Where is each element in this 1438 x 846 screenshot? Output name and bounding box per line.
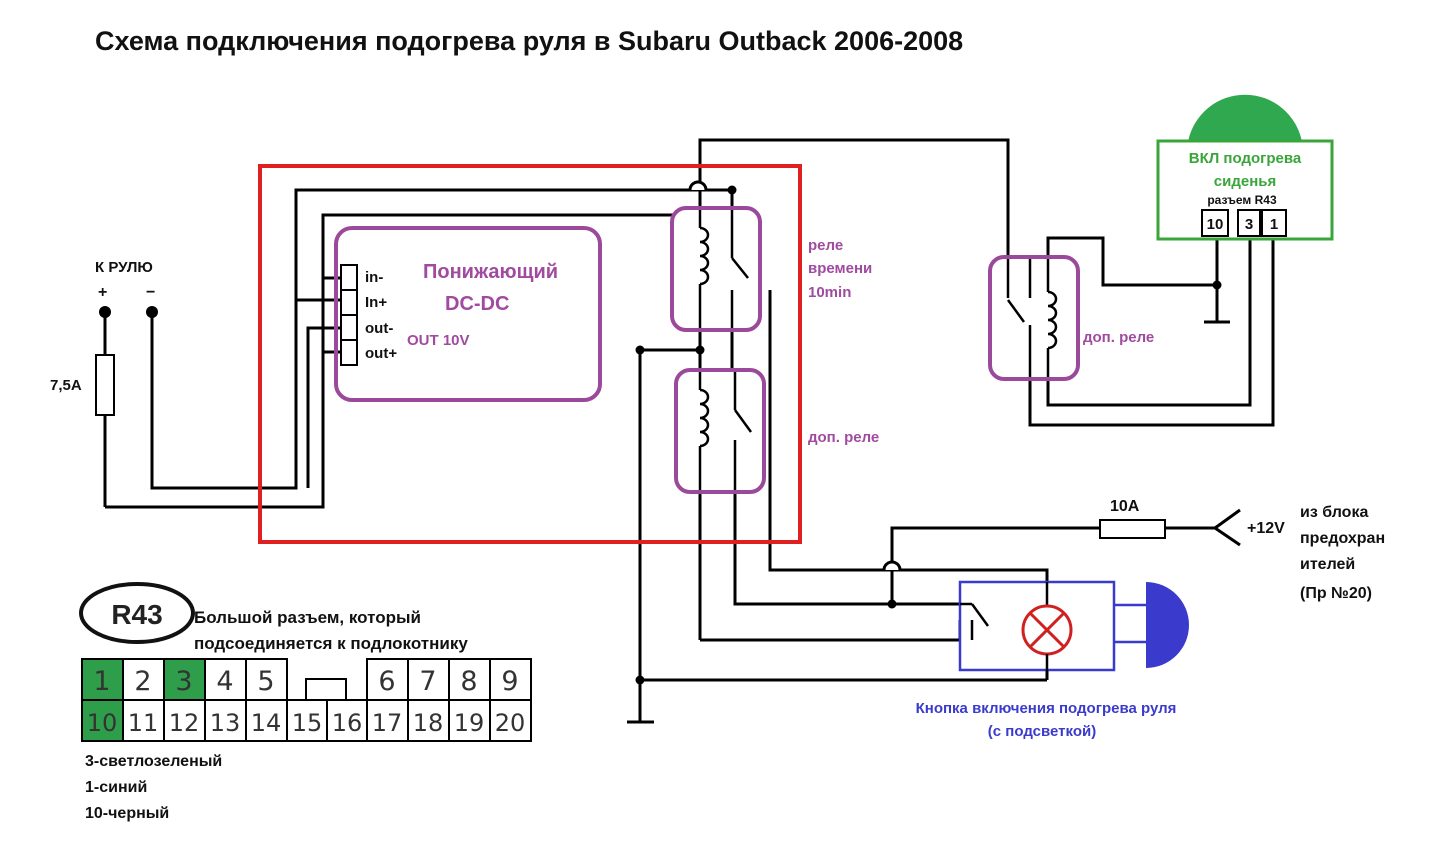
power-source-4: (Пр №20) — [1300, 585, 1372, 602]
r43-pin-17: 17 — [372, 709, 403, 737]
r43-pin-3: 3 — [175, 666, 192, 697]
r43-pin-10: 10 — [87, 709, 118, 737]
module-frame — [258, 164, 802, 544]
steering-plus-label: + — [98, 284, 107, 301]
dcdc-pin-in-minus: in- — [365, 269, 383, 286]
button-label-2: (с подсветкой) — [988, 723, 1096, 740]
aux-relay-right — [988, 255, 1080, 381]
r43-connector — [81, 658, 532, 742]
r43-badge — [79, 582, 195, 644]
aux-relay-inner-label: доп. реле — [808, 429, 879, 446]
aux-relay-inner-coil — [698, 372, 753, 490]
r43-pin-20: 20 — [495, 709, 526, 737]
lamp-icon — [1021, 604, 1073, 656]
wire-crossings — [688, 180, 902, 571]
button-label-1: Кнопка включения подогрева руля — [916, 700, 1177, 717]
dcdc-title-2: DC-DC — [445, 293, 509, 315]
r43-desc-2: подсоединяется к подлокотнику — [194, 634, 468, 653]
aux-relay-inner — [674, 368, 766, 494]
steering-minus-label: − — [146, 284, 155, 301]
fuse-10a — [1099, 519, 1166, 539]
r43-pin-9: 9 — [501, 666, 518, 697]
timer-relay-label-2: времени — [808, 260, 872, 277]
legend-item-1: 3-светлозеленый — [85, 753, 222, 770]
steering-heat-button-cap — [1146, 582, 1189, 668]
dcdc-pin-out-minus: out- — [365, 320, 393, 337]
r43-pin-16: 16 — [332, 709, 363, 737]
r43-pin-8: 8 — [460, 666, 477, 697]
seat-heat-label-2: сиденья — [1214, 173, 1276, 190]
legend-item-3: 10-черный — [85, 805, 169, 822]
seat-heat-connector: разъем R43 — [1207, 193, 1277, 207]
fuse-7-5a — [95, 354, 115, 416]
seat-pin-10-label: 10 — [1207, 216, 1224, 233]
timer-relay — [670, 206, 762, 332]
dcdc-converter — [334, 226, 602, 402]
button-switch — [960, 582, 1049, 640]
fuse-10a-label: 10A — [1110, 498, 1140, 515]
r43-pin-19: 19 — [454, 709, 485, 737]
seat-pin-3 — [1237, 209, 1261, 237]
power-voltage: +12V — [1247, 520, 1285, 537]
seat-pin-10 — [1201, 209, 1229, 237]
legend-item-2: 1-синий — [85, 779, 147, 796]
dcdc-pin-out-plus: out+ — [365, 345, 397, 362]
r43-pin-labels: 1 2 3 4 5 6 7 8 9 10 11 12 13 14 15 16 1… — [87, 666, 526, 737]
steering-minus-terminal — [146, 306, 158, 318]
timer-relay-label-3: 10min — [808, 284, 851, 301]
seat-pin-3-label: 3 — [1245, 216, 1253, 233]
r43-pin-15: 15 — [292, 709, 323, 737]
r43-pin-13: 13 — [210, 709, 241, 737]
aux-relay-right-label: доп. реле — [1083, 329, 1154, 346]
power-source-2: предохран — [1300, 530, 1385, 547]
r43-pin-4: 4 — [216, 666, 233, 697]
junction-dots — [99, 185, 1222, 685]
steering-label: К РУЛЮ — [95, 259, 153, 276]
aux-relay-right-coil — [1006, 259, 1058, 377]
steering-plus-terminal — [99, 306, 111, 318]
dcdc-output: OUT 10V — [407, 332, 470, 349]
r43-pin-5: 5 — [257, 666, 274, 697]
fuse-7-5a-label: 7,5A — [50, 377, 82, 394]
r43-pin-2: 2 — [134, 666, 151, 697]
r43-pin-7: 7 — [419, 666, 436, 697]
power-source-1: из блока — [1300, 504, 1368, 521]
seat-pin-1 — [1261, 209, 1287, 237]
seat-heat-dome — [1188, 94, 1302, 142]
dcdc-pin-in-plus: In+ — [365, 294, 387, 311]
r43-badge-text: R43 — [111, 599, 162, 630]
diagram-title: Схема подключения подогрева руля в Subar… — [95, 26, 963, 56]
timer-relay-coil — [698, 210, 749, 328]
seat-pin-1-label: 1 — [1270, 216, 1278, 233]
r43-pin-12: 12 — [169, 709, 200, 737]
r43-pin-1: 1 — [93, 666, 110, 697]
timer-relay-label-1: реле — [808, 237, 843, 254]
seat-heat-label-1: ВКЛ подогрева — [1189, 150, 1302, 167]
dcdc-title-1: Понижающий — [423, 261, 558, 283]
r43-pin-18: 18 — [413, 709, 444, 737]
r43-pin-6: 6 — [378, 666, 395, 697]
r43-desc-1: Большой разъем, который — [194, 608, 421, 627]
power-source-3: ителей — [1300, 556, 1355, 573]
r43-pin-14: 14 — [251, 709, 282, 737]
r43-pin-11: 11 — [128, 709, 159, 737]
